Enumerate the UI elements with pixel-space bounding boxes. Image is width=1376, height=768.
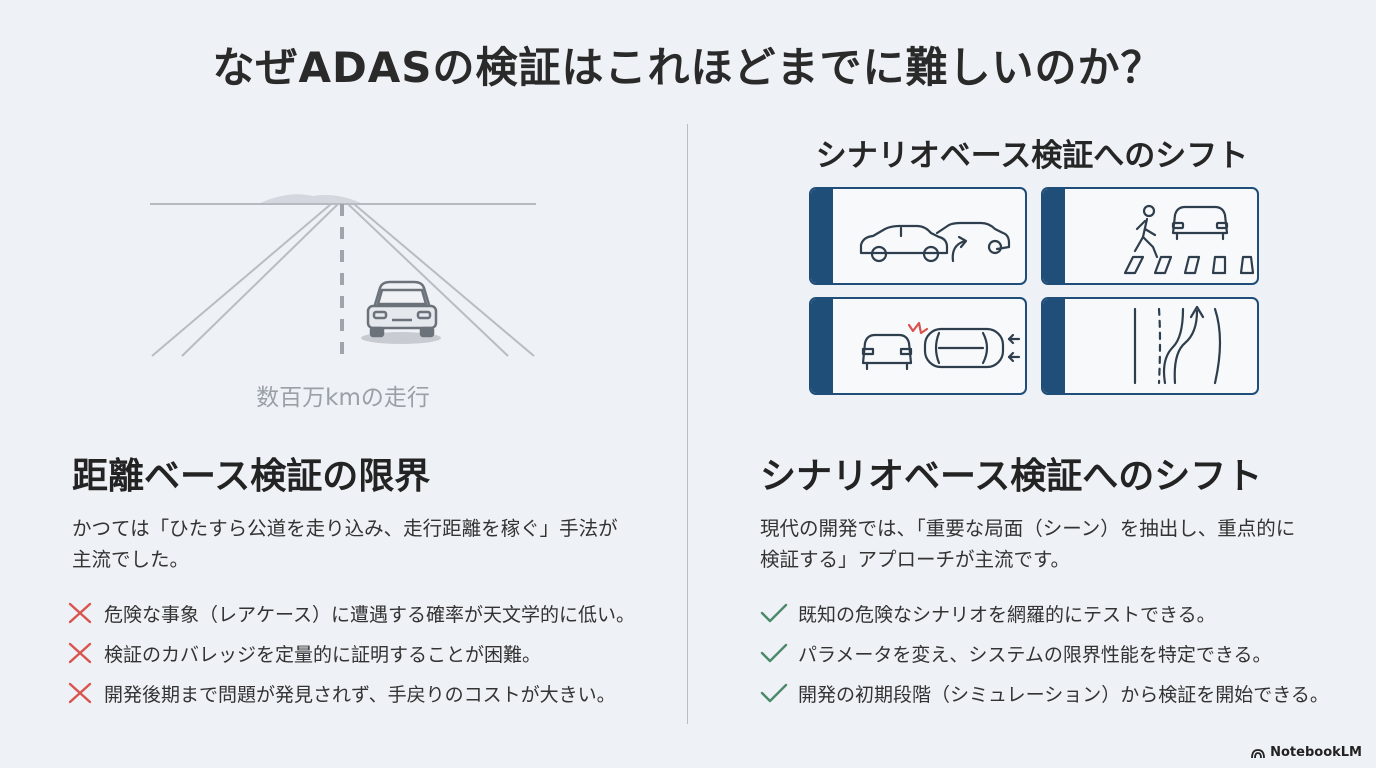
- benefits-list: 既知の危険なシナリオを網羅的にテストできる。 パラメータを変え、システムの限界性…: [760, 593, 1329, 713]
- list-item: 開発の初期段階（シミュレーション）から検証を開始できる。: [760, 673, 1329, 713]
- tile-accent-bar: [811, 189, 833, 283]
- list-item: 既知の危険なシナリオを網羅的にテストできる。: [760, 593, 1329, 633]
- pedestrian-crossing-icon: [1123, 204, 1255, 275]
- collision-icon: [861, 321, 1021, 371]
- tile-accent-bar: [1043, 299, 1065, 393]
- list-item-text: 開発の初期段階（シミュレーション）から検証を開始できる。: [798, 683, 1329, 706]
- check-icon: [760, 683, 788, 703]
- brand-text: NotebookLM: [1270, 745, 1362, 760]
- cross-icon: [68, 602, 92, 624]
- left-description-line: かつては「ひたすら公道を走り込み、走行距離を稼ぐ」手法が: [72, 517, 618, 540]
- scenario-tile-cut-in: [809, 187, 1027, 285]
- left-heading: 距離ベース検証の限界: [72, 456, 431, 497]
- right-description-line: 現代の開発では、「重要な局面（シーン）を抽出し、重点的に: [760, 517, 1296, 540]
- right-description-line: 検証する」アプローチが主流です。: [760, 548, 1071, 571]
- left-description-line: 主流でした。: [72, 548, 190, 571]
- list-item-text: パラメータを変え、システムの限界性能を特定できる。: [798, 643, 1272, 666]
- check-icon: [760, 603, 788, 623]
- road-icon: [150, 194, 536, 357]
- list-item: 開発後期まで問題が発見されず、手戻りのコストが大きい。: [66, 673, 635, 713]
- tile-accent-bar: [1043, 189, 1065, 283]
- list-item: 危険な事象（レアケース）に遭遇する確率が天文学的に低い。: [66, 593, 635, 633]
- tile-accent-bar: [811, 299, 833, 393]
- list-item-text: 危険な事象（レアケース）に遭遇する確率が天文学的に低い。: [104, 603, 636, 626]
- notebooklm-logo-icon: [1251, 748, 1266, 758]
- grid-title: シナリオベース検証へのシフト: [815, 138, 1249, 174]
- list-item-text: 検証のカバレッジを定量的に証明することが困難。: [104, 643, 542, 666]
- center-divider: [687, 124, 688, 724]
- cut-in-cars-icon: [859, 221, 1011, 263]
- lane-change-icon: [1133, 305, 1222, 385]
- page-title: なぜADASの検証はこれほどまでに難しいのか？: [212, 43, 1164, 92]
- check-icon: [760, 643, 788, 663]
- road-caption: 数百万kmの走行: [256, 385, 430, 411]
- limitations-list: 危険な事象（レアケース）に遭遇する確率が天文学的に低い。 検証のカバレッジを定量…: [66, 593, 635, 713]
- list-item-text: 開発後期まで問題が発見されず、手戻りのコストが大きい。: [104, 683, 616, 706]
- list-item-text: 既知の危険なシナリオを網羅的にテストできる。: [798, 603, 1216, 626]
- left-description: かつては「ひたすら公道を走り込み、走行距離を稼ぐ」手法が 主流でした。: [72, 513, 672, 575]
- scenario-tile-pedestrian: [1041, 187, 1259, 285]
- scenario-tile-collision: [809, 297, 1027, 395]
- brand-logo: NotebookLM: [1250, 745, 1362, 760]
- cross-icon: [68, 682, 92, 704]
- right-description: 現代の開発では、「重要な局面（シーン）を抽出し、重点的に 検証する」アプローチが…: [760, 513, 1360, 575]
- list-item: 検証のカバレッジを定量的に証明することが困難。: [66, 633, 635, 673]
- scenario-tile-lane-change: [1041, 297, 1259, 395]
- list-item: パラメータを変え、システムの限界性能を特定できる。: [760, 633, 1329, 673]
- cross-icon: [68, 642, 92, 664]
- right-heading: シナリオベース検証へのシフト: [760, 456, 1263, 497]
